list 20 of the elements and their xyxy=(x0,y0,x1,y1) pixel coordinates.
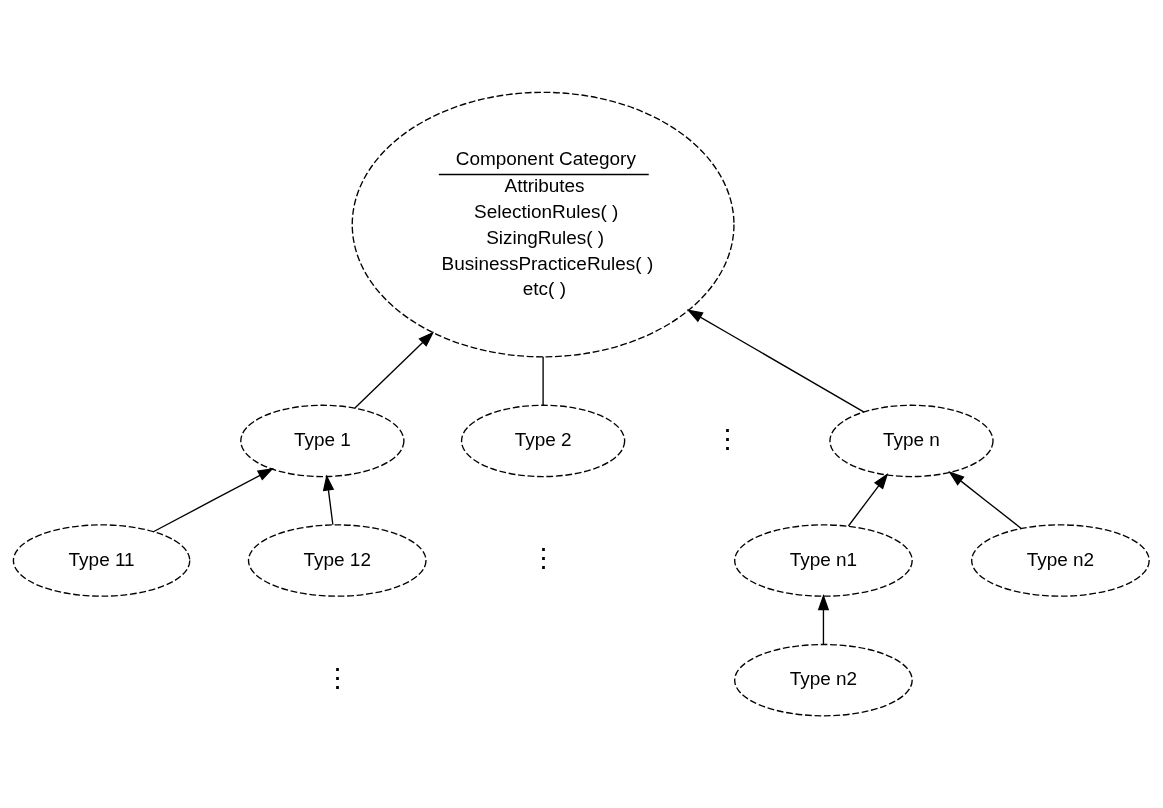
node-ellipse: Type 1 xyxy=(240,404,405,478)
arrow xyxy=(354,331,435,409)
arrow xyxy=(817,594,830,646)
label: ⋮ xyxy=(713,422,741,454)
label: ⋮ xyxy=(529,542,557,574)
node-ellipse: Type 11 xyxy=(12,524,191,597)
node-ellipse: Type n xyxy=(829,404,994,478)
node-ellipse: Type n1 xyxy=(734,524,913,597)
node-ellipse: Component Category Attributes SelectionRules( ) SizingRules( ) BusinessPracticeRules( ) etc( ) xyxy=(351,91,735,358)
arrow xyxy=(322,474,335,526)
connector xyxy=(542,356,544,406)
arrow xyxy=(686,309,865,413)
node-ellipse: Type n2 xyxy=(971,524,1150,597)
arrow xyxy=(948,471,1022,530)
node-ellipse: Type n2 xyxy=(734,643,913,717)
arrow xyxy=(152,467,274,533)
node-ellipse: Type 2 xyxy=(460,404,626,478)
label: ⋮ xyxy=(323,661,351,693)
node-ellipse: Type 12 xyxy=(247,524,427,597)
arrow xyxy=(847,473,889,527)
